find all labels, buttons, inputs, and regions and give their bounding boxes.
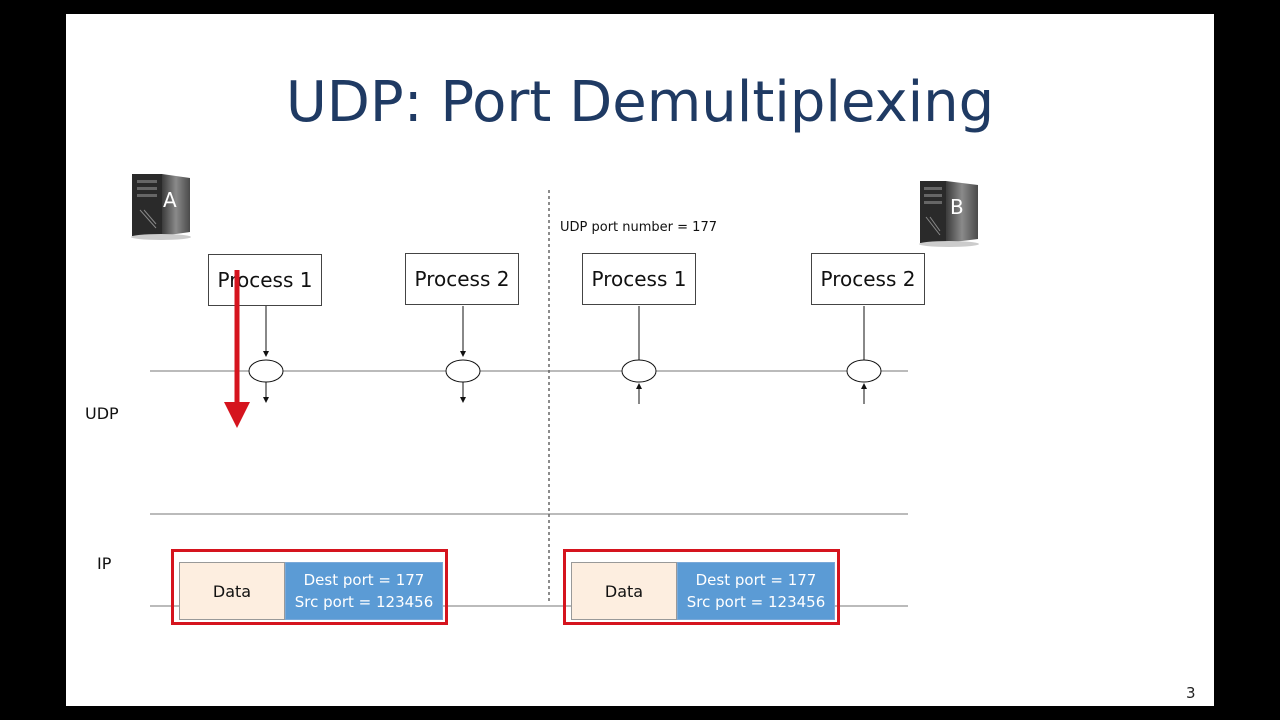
socket-a2 <box>445 359 481 383</box>
layer-label-ip: IP <box>97 554 112 573</box>
host-a-label: A <box>163 188 177 212</box>
host-b: B <box>916 177 982 251</box>
packet-left: Data Dest port = 177 Src port = 123456 <box>171 549 448 625</box>
packet-data: Data <box>179 562 285 620</box>
process-a2: Process 2 <box>405 253 519 305</box>
host-b-label: B <box>950 195 964 219</box>
socket-a1 <box>248 359 284 383</box>
dest-port-field: Dest port = 177 <box>695 571 817 589</box>
src-port-field: Src port = 123456 <box>686 593 826 611</box>
server-icon <box>919 181 979 247</box>
socket-b1 <box>621 359 657 383</box>
process-b2: Process 2 <box>811 253 925 305</box>
server-icon <box>131 174 191 240</box>
dest-port-field: Dest port = 177 <box>303 571 425 589</box>
process-b1: Process 1 <box>582 253 696 305</box>
packet-right: Data Dest port = 177 Src port = 123456 <box>563 549 840 625</box>
host-a: A <box>128 170 194 244</box>
page-number: 3 <box>1186 684 1196 702</box>
src-port-field: Src port = 123456 <box>294 593 434 611</box>
process-a1: Process 1 <box>208 254 322 306</box>
packet-data: Data <box>571 562 677 620</box>
layer-label-udp: UDP <box>85 404 119 423</box>
packet-header: Dest port = 177 Src port = 123456 <box>285 562 443 620</box>
slide-title: UDP: Port Demultiplexing <box>285 70 995 135</box>
packet-header: Dest port = 177 Src port = 123456 <box>677 562 835 620</box>
udp-port-annotation: UDP port number = 177 <box>560 220 717 235</box>
red-arrow-head <box>224 402 250 428</box>
socket-b2 <box>846 359 882 383</box>
